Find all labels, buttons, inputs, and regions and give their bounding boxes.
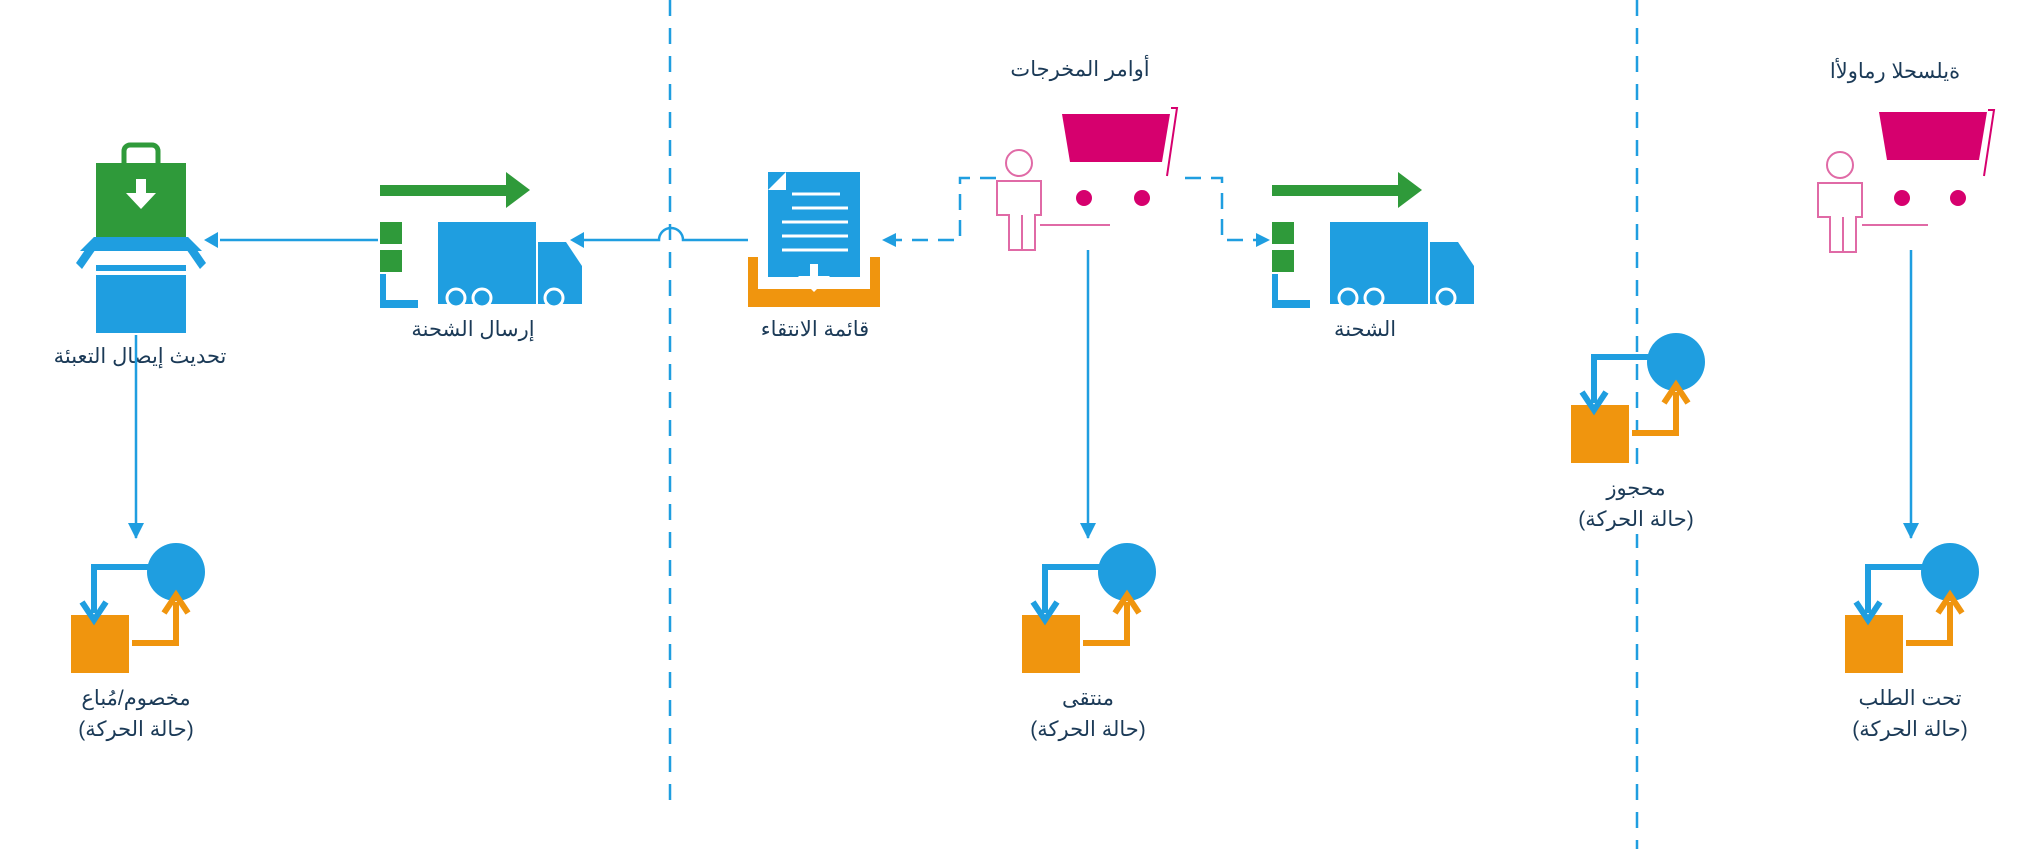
status-deducted-sold-kind: (حالة الحركة)	[78, 718, 194, 742]
ship-shipment-truck-icon	[380, 172, 582, 309]
ship-shipment-label: إرسال الشحنة	[411, 318, 534, 342]
shopping-cart-icon	[1040, 107, 1179, 226]
status-icon-deducted-sold	[71, 543, 205, 673]
pick-list-to-ship-arrow	[578, 226, 748, 242]
status-reserved-name: محجوز	[1605, 477, 1665, 501]
output-orders-to-shipment-connector	[1185, 176, 1262, 242]
status-picked-kind: (حالة الحركة)	[1030, 718, 1146, 742]
shipment-truck-icon	[1272, 172, 1474, 309]
pick-list-label: قائمة الانتقاء	[761, 318, 869, 341]
status-reserved-kind: (حالة الحركة)	[1578, 508, 1694, 532]
status-icon-reserved	[1571, 333, 1705, 463]
output-orders-to-pick-list-connector	[892, 176, 996, 242]
status-picked-name: منتقى	[1062, 687, 1114, 710]
pick-list-document-icon	[748, 172, 880, 307]
person-icon	[996, 149, 1042, 251]
packing-box-icon	[76, 142, 206, 333]
status-on-order-name: تحت الطلب	[1859, 687, 1962, 710]
update-packing-slip-label: تحديث إيصال التعبئة	[54, 345, 227, 369]
pick-list-arrowhead	[882, 233, 896, 247]
packing-slip-arrowhead	[204, 232, 218, 248]
shipment-arrowhead	[1256, 233, 1270, 247]
output-orders-icon	[996, 107, 1179, 251]
input-orders-icon	[1817, 109, 1996, 253]
shopping-cart-icon	[1862, 109, 1996, 226]
person-icon	[1817, 151, 1863, 253]
status-icon-picked	[1022, 543, 1156, 673]
shipment-label: الشحنة	[1334, 318, 1396, 341]
output-orders-label: أوامر المخرجات	[1010, 54, 1149, 82]
status-icon-on-order	[1845, 543, 1979, 673]
status-on-order-kind: (حالة الحركة)	[1852, 718, 1968, 742]
reserved-label-backdrop	[1566, 470, 1706, 534]
status-deducted-sold-name: مخصوم/مُباع	[81, 687, 190, 711]
ship-arrowhead	[570, 232, 584, 248]
input-orders-label: ةيلسحلا رماوﻷا	[1830, 57, 1960, 84]
